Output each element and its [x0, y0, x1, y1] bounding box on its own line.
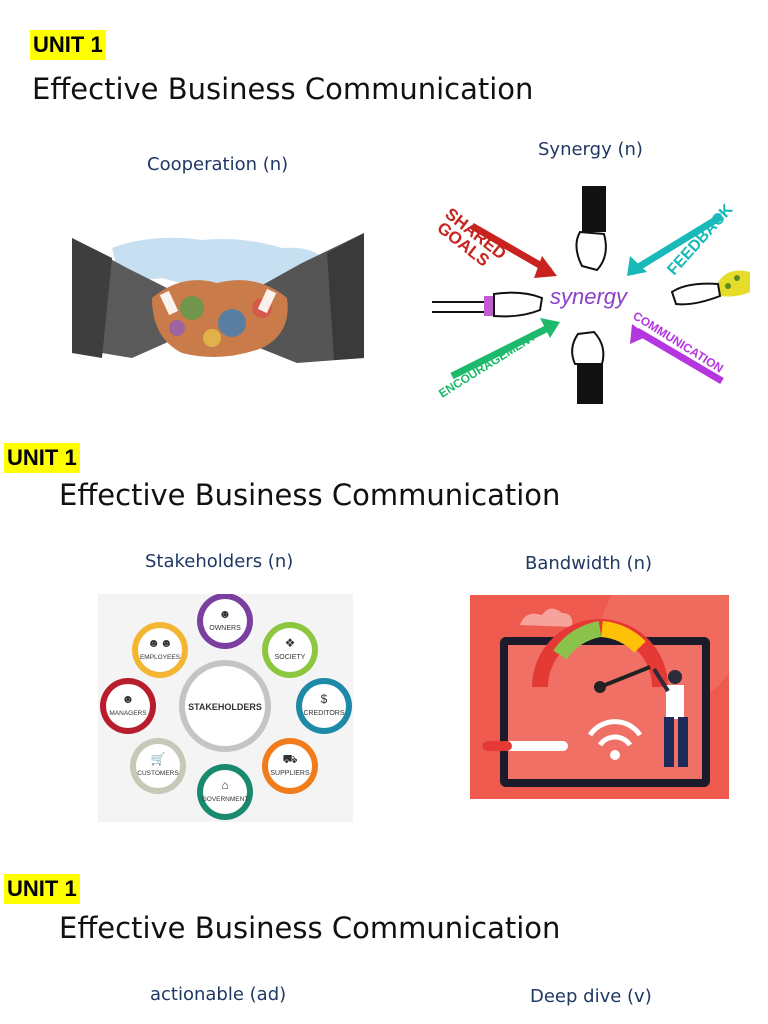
svg-text:MANAGERS: MANAGERS	[109, 710, 147, 717]
svg-text:CREDITORS: CREDITORS	[303, 710, 344, 717]
bandwidth-image	[470, 595, 729, 799]
synergy-image: SHARED GOALS FEEDBACK synergy ENCOURAGEM…	[432, 186, 750, 404]
synergy-word-center: synergy	[550, 284, 629, 309]
svg-text:$: $	[321, 692, 328, 706]
svg-text:SOCIETY: SOCIETY	[275, 654, 306, 661]
section-title: Effective Business Communication	[59, 478, 561, 512]
term-deep-dive: Deep dive (v)	[530, 986, 652, 1007]
svg-text:GOVERNMENT: GOVERNMENT	[202, 796, 249, 803]
section-title: Effective Business Communication	[32, 72, 534, 106]
unit-label: UNIT 1	[4, 874, 80, 904]
svg-text:⛟: ⛟	[282, 752, 297, 766]
node-customers: CUSTOMERS 🛒	[130, 738, 186, 794]
svg-text:☻: ☻	[122, 692, 135, 706]
unit-label: UNIT 1	[4, 443, 80, 473]
stakeholders-diagram: OWNERS ☻ SOCIETY ❖ CREDITORS $ SUPPLIERS…	[98, 594, 353, 822]
node-suppliers: SUPPLIERS ⛟	[262, 738, 318, 794]
svg-text:☻: ☻	[219, 607, 232, 621]
svg-text:SUPPLIERS: SUPPLIERS	[270, 770, 310, 777]
section-title: Effective Business Communication	[59, 911, 561, 945]
node-government: GOVERNMENT ⌂	[197, 764, 253, 820]
svg-text:☻☻: ☻☻	[147, 636, 172, 650]
svg-text:EMPLOYEES: EMPLOYEES	[140, 654, 181, 661]
term-cooperation: Cooperation (n)	[147, 154, 289, 175]
svg-text:OWNERS: OWNERS	[209, 625, 241, 632]
node-managers: MANAGERS ☻	[100, 678, 156, 734]
stakeholders-hub: STAKEHOLDERS	[188, 702, 262, 712]
svg-text:⌂: ⌂	[221, 778, 228, 792]
node-creditors: CREDITORS $	[296, 678, 352, 734]
term-stakeholders: Stakeholders (n)	[145, 551, 294, 572]
unit-label: UNIT 1	[30, 30, 106, 60]
svg-text:🛒: 🛒	[151, 752, 166, 766]
node-society: SOCIETY ❖	[262, 622, 318, 678]
term-synergy: Synergy (n)	[538, 139, 643, 160]
svg-text:❖: ❖	[285, 636, 296, 650]
node-owners: OWNERS ☻	[197, 594, 253, 649]
svg-text:CUSTOMERS: CUSTOMERS	[137, 770, 179, 777]
term-bandwidth: Bandwidth (n)	[525, 553, 653, 574]
node-employees: EMPLOYEES ☻☻	[132, 622, 188, 678]
handshake-image	[72, 228, 364, 372]
term-actionable: actionable (ad)	[150, 984, 287, 1005]
